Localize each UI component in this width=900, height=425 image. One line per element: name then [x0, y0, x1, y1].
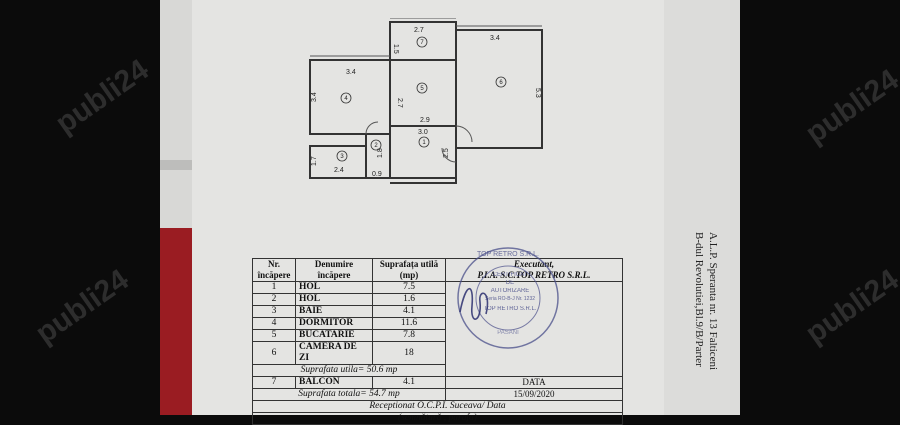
- dim-r5-bottom: 2.9: [420, 117, 430, 124]
- dim-r3-side: 1.7: [311, 156, 318, 166]
- stamp-line: AUTORIZARE: [491, 288, 530, 294]
- watermark: publi24: [799, 62, 900, 151]
- executant-cell: [445, 281, 623, 377]
- dim-r6-side: 5.3: [534, 88, 541, 98]
- header-executant: Executant,P.I.A. S.C.TOP RETRO S.R.L.: [445, 258, 623, 282]
- room-number-5: 5: [420, 86, 424, 92]
- room-number-6: 6: [499, 80, 503, 86]
- room-number-4: 4: [344, 96, 348, 102]
- stamp-line: TOP RETRO S.R.L.: [483, 306, 536, 312]
- watermark: publi24: [799, 262, 900, 351]
- red-folder-tab: [160, 228, 192, 415]
- address-line-1: A.L.P. Speranta nr. 13 Falticeni: [707, 232, 719, 371]
- signature-mark: [459, 287, 489, 320]
- address-block: A.L.P. Speranta nr. 13 Falticeni B-dul R…: [660, 232, 720, 372]
- company-stamp: TOP RETRO S.R.L. CERTIFICAT DE AUTORIZAR…: [457, 247, 559, 349]
- dim-r7-top: 2.7: [414, 27, 424, 34]
- stamp-line: DE: [506, 280, 514, 286]
- stamp-line: Seria RO-B-J Nr. 1232: [485, 296, 535, 302]
- date-value: 15/09/2020: [445, 388, 623, 401]
- dim-r4-side: 3.4: [311, 92, 318, 102]
- stamp-bottom-text: PASANI: [497, 330, 519, 336]
- floor-plan: 2.7 1.5 3.4 5.3 3.4 3.4 2.7 2.9 3.0 2.5 …: [309, 18, 543, 184]
- dim-r5-side: 2.7: [396, 98, 403, 108]
- room-number-2: 2: [374, 143, 378, 149]
- receptionat-row: Receptionat O.C.P.I. Suceava/ Data: [252, 400, 623, 413]
- watermark: publi24: [49, 52, 155, 141]
- watermark: publi24: [29, 262, 135, 351]
- dim-r6-top: 3.4: [490, 35, 500, 42]
- dim-r7-side: 1.5: [392, 44, 399, 54]
- right-paper-page: [664, 0, 740, 415]
- data-label: DATA: [445, 376, 623, 389]
- dim-r4-top: 3.4: [346, 69, 356, 76]
- semnatura-row: (semnătură , parafa): [252, 412, 623, 425]
- address-line-2: B-dul Revolutiei,Bl.9/B/Parter: [693, 232, 705, 367]
- room-number-3: 3: [340, 154, 344, 160]
- dim-r1-top: 3.0: [418, 129, 428, 136]
- stamp-ring-text: TOP RETRO S.R.L.: [477, 251, 539, 258]
- header-nr: Nr.încăpere: [252, 258, 296, 282]
- dim-r2-bottom: 0.9: [372, 171, 382, 178]
- dim-r2-side: 1.8: [377, 148, 384, 158]
- room-number-1: 1: [422, 140, 426, 146]
- total-row: Suprafata totala= 54.7 mp 15/09/2020: [252, 388, 623, 401]
- stamp-line: CERTIFICAT: [493, 272, 528, 278]
- dim-r3-bottom: 2.4: [334, 167, 344, 174]
- dim-r1-side: 2.5: [443, 148, 450, 158]
- header-area: Suprafața utilă(mp): [372, 258, 446, 282]
- room-number-7: 7: [420, 40, 424, 46]
